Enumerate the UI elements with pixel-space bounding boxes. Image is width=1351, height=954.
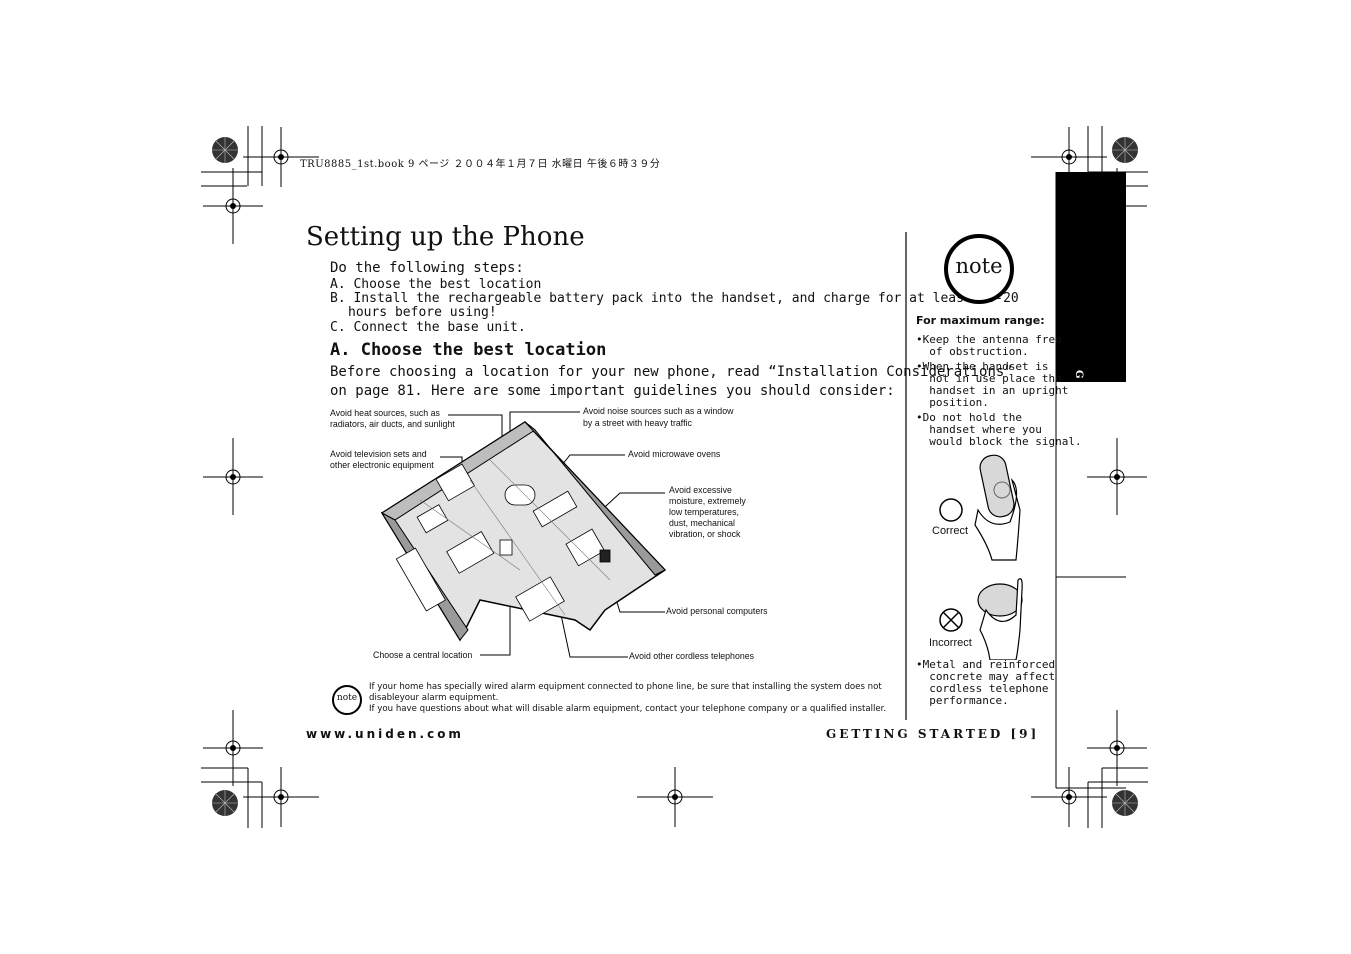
range-bullet2-line3: handset in an upright — [916, 384, 1069, 397]
callout-moisture-line5: vibration, or shock — [669, 529, 741, 539]
step-c: C. Connect the base unit. — [330, 320, 526, 335]
floor-plan-illustration — [380, 411, 667, 658]
sidebar-note-icon — [944, 234, 1014, 304]
callout-central: Choose a central location — [373, 650, 473, 660]
range-bullet2-line1: •When the handset is — [916, 360, 1049, 373]
callout-moisture-line2: moisture, extremely — [669, 496, 746, 506]
book-header-line: TRU8885_1st.book 9 ページ ２００４年１月７日 水曜日 午後６… — [300, 159, 661, 170]
callout-cordless: Avoid other cordless telephones — [629, 651, 755, 661]
callout-tv-line1: Avoid television sets and — [330, 449, 427, 459]
bottom-note-line1: If your home has specially wired alarm e… — [369, 682, 882, 692]
side-tab-label: GETTING STARTED — [1073, 370, 1084, 571]
callout-tv-line2: other electronic equipment — [330, 460, 434, 470]
callout-noise-line1: Avoid noise sources such as a window — [583, 406, 734, 416]
correct-label: Correct — [932, 525, 969, 537]
range-bullet1-line2: of obstruction. — [916, 345, 1029, 358]
callout-moisture-line4: dust, mechanical — [669, 518, 736, 528]
sidebar-note-label: note — [955, 254, 1003, 278]
callout-moisture-line3: low temperatures, — [669, 507, 739, 517]
range-bullet1-line1: •Keep the antenna free — [916, 333, 1062, 346]
callout-microwave: Avoid microwave ovens — [628, 449, 721, 459]
note-badge-label: note — [336, 693, 358, 703]
callout-pc: Avoid personal computers — [666, 606, 768, 616]
note-badge-icon — [332, 685, 362, 715]
footer-page-label: GETTING STARTED [9] — [826, 727, 1040, 741]
callout-moisture-line1: Avoid excessive — [669, 485, 732, 495]
range-bullet2-line2: not in use place the — [916, 372, 1062, 385]
footer-url: www.uniden.com — [306, 727, 464, 741]
section-side-tab: GETTING STARTED — [1056, 172, 1126, 570]
step-b-line1: B. Install the rechargeable battery pack… — [330, 291, 1019, 306]
callout-heat-line2: radiators, air ducts, and sunlight — [330, 419, 455, 429]
range-bullet4-line3: cordless telephone — [916, 682, 1049, 695]
range-bullet4-line4: performance. — [916, 694, 1009, 707]
page-title: Setting up the Phone — [306, 222, 585, 252]
bottom-note-line3: If you have questions about what will di… — [369, 704, 887, 714]
steps-intro: Do the following steps: — [330, 260, 524, 276]
callout-heat-line1: Avoid heat sources, such as — [330, 408, 440, 418]
range-bullet3-line2: handset where you — [916, 423, 1042, 436]
incorrect-label: Incorrect — [929, 637, 972, 649]
step-a: A. Choose the best location — [330, 277, 542, 292]
bottom-note-line2: disableyour alarm equipment. — [369, 693, 499, 703]
step-b-line2: hours before using! — [348, 305, 497, 320]
range-bullet4-line2: concrete may affect — [916, 670, 1056, 683]
section-intro-line1: Before choosing a location for your new … — [330, 364, 1013, 380]
range-bullet3-line3: would block the signal. — [916, 435, 1082, 448]
section-heading: A. Choose the best location — [330, 340, 607, 360]
range-bullet3-line1: •Do not hold the — [916, 411, 1022, 424]
range-bullet4-line1: •Metal and reinforced — [916, 658, 1056, 671]
section-intro-line2: on page 81. Here are some important guid… — [330, 383, 895, 399]
correct-hand-illustration — [939, 454, 1021, 561]
callout-noise-line2: by a street with heavy traffic — [583, 418, 692, 428]
range-title: For maximum range: — [916, 314, 1045, 327]
range-bullet2-line4: position. — [916, 396, 989, 409]
incorrect-hand-illustration — [939, 578, 1023, 660]
